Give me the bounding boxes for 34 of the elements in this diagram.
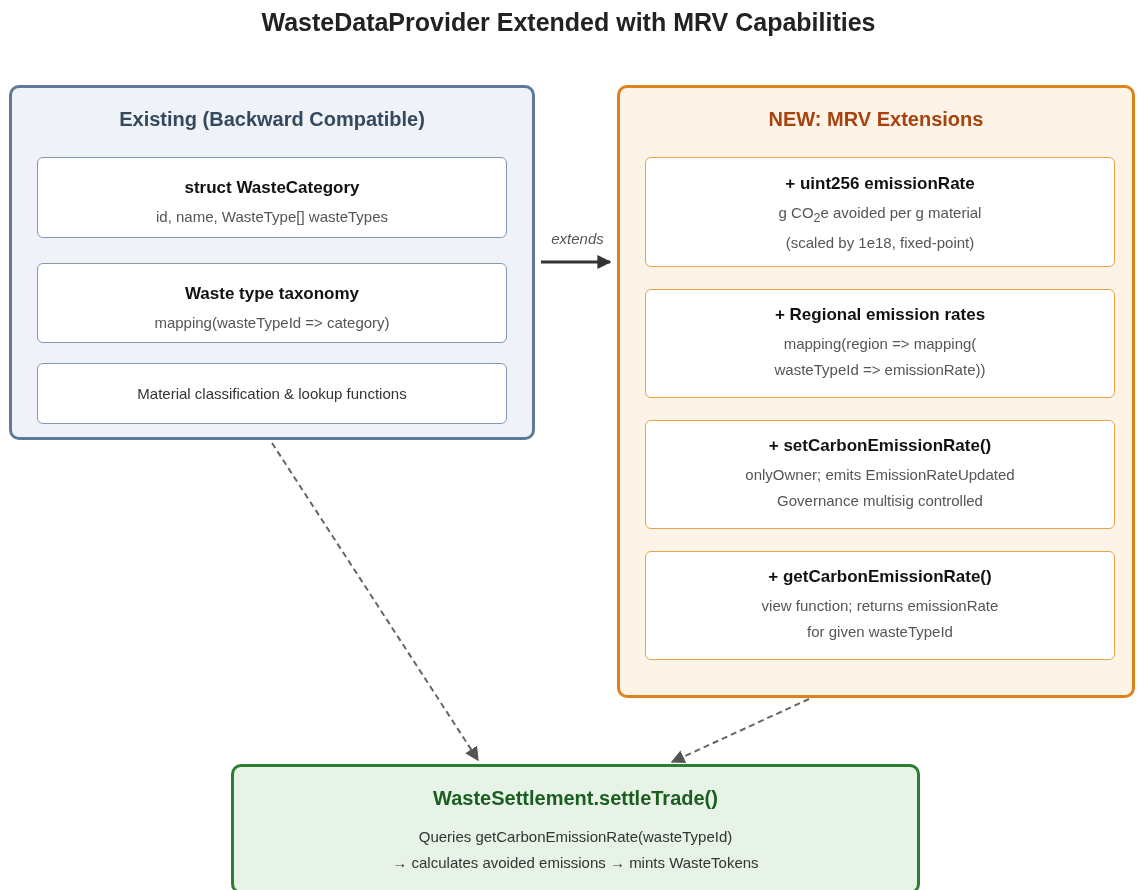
arrow xyxy=(670,698,810,764)
description-text: Material classification & lookup functions xyxy=(137,385,407,402)
description-text: g CO$_{2}$e avoided per g material xyxy=(778,203,982,227)
description-text: onlyOwner; emits EmissionRateUpdated xyxy=(745,465,1015,485)
description-text: Queries getCarbonEmissionRate(wasteTypeId) xyxy=(418,827,733,847)
description-text: → calculates avoided emissions → mints WasteTokens xyxy=(392,853,759,874)
diagram-title: WasteDataProvider Extended with MRV Capabilities xyxy=(260,8,877,37)
heading-text: + getCarbonEmissionRate() xyxy=(768,567,992,587)
heading-text: struct WasteCategory xyxy=(184,178,360,198)
heading-text: Existing (Backward Compatible) xyxy=(119,108,425,131)
arrow xyxy=(271,442,479,762)
arrow xyxy=(541,255,612,269)
heading-text: WasteSettlement.settleTrade() xyxy=(433,787,718,810)
heading-text: Waste type taxonomy xyxy=(184,284,360,304)
description-text: mapping(region => mapping( wasteTypeId => emissionRate)) xyxy=(773,334,987,381)
group-panel xyxy=(617,85,1135,698)
group-panel xyxy=(9,85,535,440)
component-box xyxy=(645,420,1115,529)
component-box xyxy=(645,157,1115,267)
description-text: mapping(wasteTypeId => category) xyxy=(154,313,390,333)
component-box xyxy=(645,289,1115,398)
heading-text: NEW: MRV Extensions xyxy=(768,108,984,131)
component-box xyxy=(645,551,1115,660)
description-text: view function; returns emissionRate for given wasteTypeId xyxy=(760,596,1000,643)
description-text: Governance multisig controlled xyxy=(777,491,983,512)
component-box xyxy=(37,157,507,238)
heading-text: + Regional emission rates xyxy=(774,305,986,325)
group-panel xyxy=(231,764,920,890)
heading-text: + setCarbonEmissionRate() xyxy=(768,436,992,456)
component-box xyxy=(37,263,507,343)
component-box xyxy=(37,363,507,424)
description-text: (scaled by 1e18, fixed-point) xyxy=(785,232,975,253)
heading-text: + uint256 emissionRate xyxy=(785,174,975,194)
description-text: id, name, WasteType[] wasteTypes xyxy=(155,207,388,227)
